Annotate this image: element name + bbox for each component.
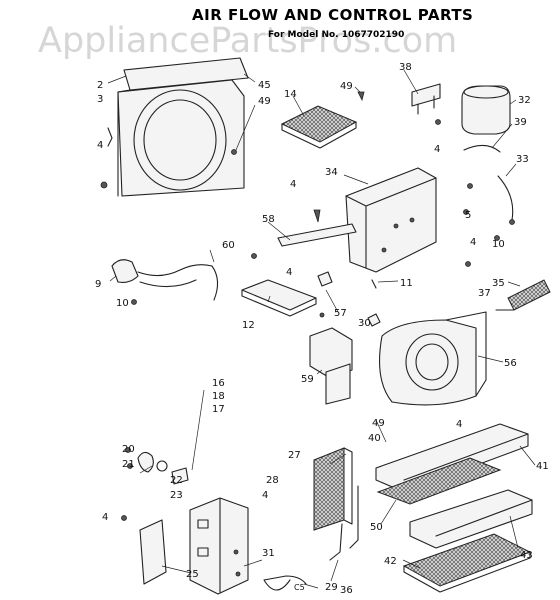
watermark: AppliancePartsPros.com: [38, 21, 457, 61]
callout-label: 5: [465, 210, 471, 221]
callout-label: 56: [504, 358, 517, 369]
link-rods-40-29: [329, 485, 359, 561]
callout-label: 23: [170, 490, 183, 501]
callout-label: 10: [116, 298, 129, 309]
callout-label: 59: [301, 374, 314, 385]
callout-label: 11: [400, 278, 413, 289]
callout-label: 10: [492, 239, 505, 250]
thermostat-60: [111, 253, 257, 305]
leader-lines: [107, 69, 536, 589]
callout-label: 2: [97, 80, 103, 91]
callout-label: 21: [122, 459, 135, 470]
callout-label: 30: [358, 318, 371, 329]
bracket-25: [121, 515, 167, 585]
callout-label: 4: [290, 179, 296, 190]
callout-label: 4: [286, 267, 292, 278]
callout-label: 28: [266, 475, 279, 486]
blower-housing-56: [379, 311, 487, 406]
selector-switch-assembly: [125, 447, 189, 485]
callout-label: 18: [212, 391, 225, 402]
callout-label: 39: [514, 117, 527, 128]
callout-label: 43: [520, 550, 533, 561]
switch-plate-12: [241, 279, 317, 317]
callout-label: 4: [470, 237, 476, 248]
callout-label: 36: [340, 585, 353, 596]
callout-label: 49: [372, 418, 385, 429]
callout-label: 37: [478, 288, 491, 299]
screws-center: [313, 183, 500, 267]
callout-label: 34: [325, 167, 338, 178]
callout-label: 12: [242, 320, 255, 331]
callout-label: 22: [170, 475, 183, 486]
louver-assembly-35: [495, 279, 551, 311]
model-subtitle: For Model No. 1067702190: [268, 30, 404, 40]
drain-tray-43: [409, 489, 533, 549]
callout-label: 27: [288, 450, 301, 461]
callout-label: 4: [262, 490, 268, 501]
callout-label: 29: [325, 582, 338, 593]
callout-label: 49: [340, 81, 353, 92]
callout-label: 3: [97, 94, 103, 105]
vent-door-27: [313, 447, 353, 531]
capacitor-bracket-38: [411, 83, 441, 125]
callout-label: 20: [122, 444, 135, 455]
callout-label: 35: [492, 278, 505, 289]
callout-label: 40: [368, 433, 381, 444]
control-panel-34: [345, 167, 437, 273]
callout-label: 4: [434, 144, 440, 155]
callout-label: 49: [258, 96, 271, 107]
page-title: AIR FLOW AND CONTROL PARTS: [192, 6, 473, 24]
callout-label: 14: [284, 89, 297, 100]
callout-label: 38: [399, 62, 412, 73]
callout-label: 4: [456, 419, 462, 430]
callout-label: 25: [186, 569, 199, 580]
callout-label: 4: [102, 512, 108, 523]
footer-code: C5: [294, 583, 305, 592]
control-box-28: [189, 497, 249, 595]
shroud-59: [309, 327, 353, 405]
callout-label: 4: [97, 140, 103, 151]
cable-36: [263, 575, 307, 591]
callout-label: 31: [262, 548, 275, 559]
bracket-58: [277, 223, 357, 247]
callout-label: 45: [258, 80, 271, 91]
callout-label: 50: [370, 522, 383, 533]
callout-label: 33: [516, 154, 529, 165]
wire-harness-33: [497, 175, 515, 225]
front-air-grille-frame: [117, 57, 249, 197]
callout-label: 9: [95, 279, 101, 290]
filter-42: [402, 533, 532, 593]
callout-labels: 2 3 4 45 49 14 49 38 32 39 33 4 34 4 58 …: [95, 62, 549, 596]
callout-label: 16: [212, 378, 225, 389]
knob-57-30: [317, 271, 381, 327]
callout-label: 60: [222, 240, 235, 251]
mounting-screws-left: [100, 127, 237, 189]
capacitor-32: [461, 85, 511, 135]
air-filter-14: [280, 91, 365, 149]
callout-label: 57: [334, 308, 347, 319]
callout-label: 58: [262, 214, 275, 225]
callout-label: 17: [212, 404, 225, 415]
callout-label: 32: [518, 95, 531, 106]
foam-50: [376, 457, 502, 505]
callout-label: 42: [384, 556, 397, 567]
base-pan-41: [375, 423, 529, 493]
callout-label: 41: [536, 461, 549, 472]
capacitor-strap-39: [463, 144, 501, 153]
